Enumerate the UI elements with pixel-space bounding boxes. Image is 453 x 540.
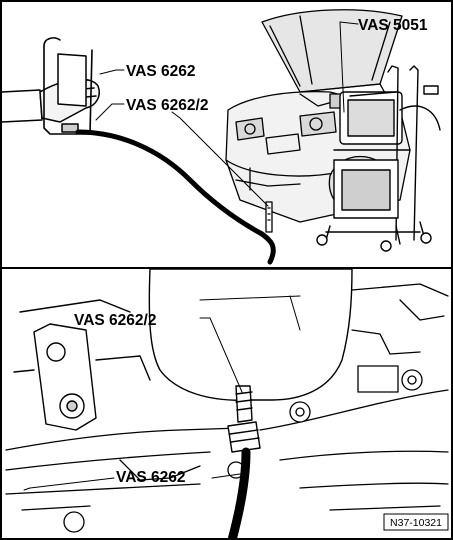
tester-cart (316, 65, 441, 252)
top-leaders (95, 21, 359, 207)
bottom-leaders (23, 317, 243, 491)
bottom-panel: VAS 6262/2 VAS 6262 N37-10321 (2, 269, 451, 538)
chassis-structure (5, 283, 449, 533)
top-panel: VAS 5051 VAS 6262 VAS 6262/2 (2, 2, 451, 267)
probe-in-tube (227, 385, 261, 453)
label-vas-6262-bottom: VAS 6262 (116, 469, 186, 486)
label-vas-6262-2-bottom: VAS 6262/2 (74, 312, 156, 329)
label-vas-5051: VAS 5051 (358, 17, 428, 34)
hand-with-extractor (2, 37, 100, 135)
label-vas-6262-2-top: VAS 6262/2 (126, 97, 208, 114)
engine-mount (13, 299, 151, 431)
label-vas-6262-top: VAS 6262 (126, 63, 196, 80)
probe-tip (265, 201, 273, 233)
figure-id: N37-10321 (390, 517, 442, 529)
figure-id-box (383, 513, 449, 531)
